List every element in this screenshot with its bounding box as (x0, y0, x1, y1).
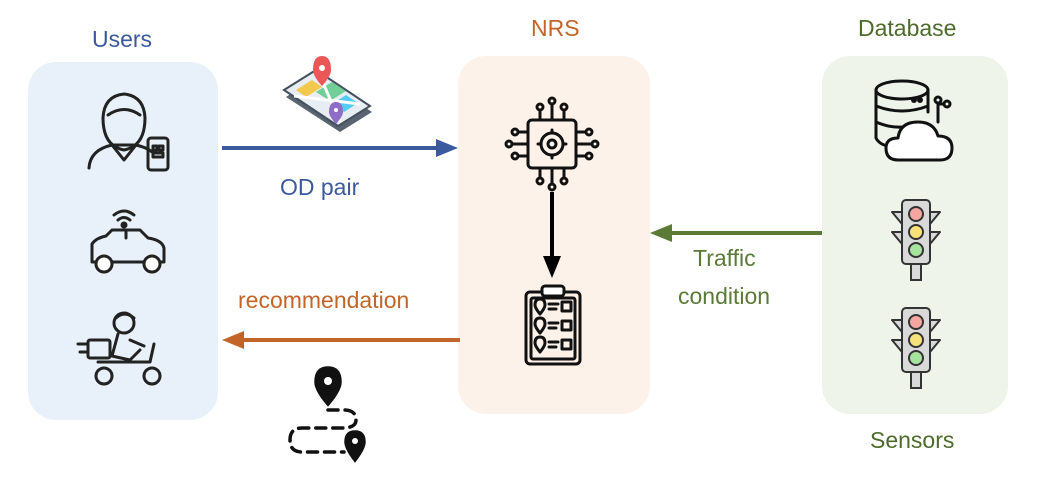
person-with-phone-icon (87, 92, 170, 172)
users-panel (28, 62, 218, 420)
internal-arrow (543, 192, 561, 278)
traffic-light-icon (891, 199, 941, 281)
recommendation-arrow (222, 331, 460, 349)
nrs-title: NRS (531, 15, 580, 41)
od-pair-arrow (222, 139, 458, 157)
recommendation-label: recommendation (238, 287, 410, 313)
od-pair-label: OD pair (280, 174, 360, 200)
cloud-database-icon (874, 79, 954, 162)
traffic-condition-label-line2: condition (678, 283, 771, 309)
connected-car-icon (90, 209, 166, 274)
traffic-condition-label-line1: Traffic (693, 245, 756, 271)
sensors-title: Sensors (870, 427, 955, 453)
traffic-condition-arrow (650, 224, 822, 242)
route-path-icon (288, 366, 366, 463)
database-title: Database (858, 15, 957, 41)
route-checklist-icon (524, 284, 582, 366)
map-tablet-icon (282, 56, 372, 132)
delivery-scooter-icon (76, 311, 162, 386)
users-title: Users (92, 26, 153, 52)
ai-chip-icon (504, 96, 600, 192)
traffic-light-icon (891, 307, 941, 389)
